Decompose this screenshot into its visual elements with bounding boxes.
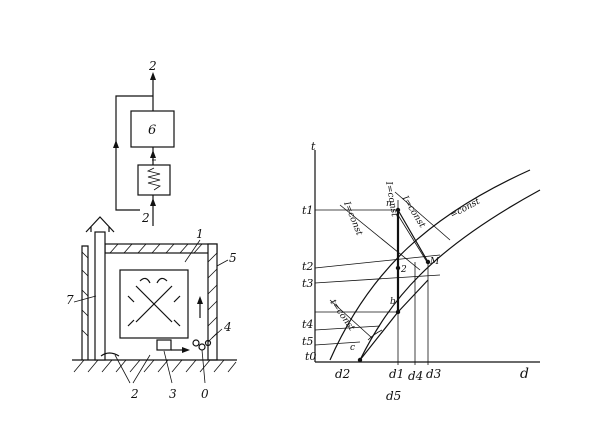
y-tick-t3: t3: [302, 277, 313, 290]
point-2: [395, 265, 401, 271]
exhaust-pipe-7: [94, 231, 106, 361]
chamber: 7 1 5: [66, 216, 237, 401]
wall-hatch: [81, 329, 89, 337]
fan-icon: [192, 339, 200, 347]
wall-hatch: [81, 289, 89, 297]
load-box: [119, 269, 189, 339]
point-b: [395, 309, 401, 315]
leader-7: [73, 295, 97, 303]
label-7: 7: [66, 293, 74, 307]
process-line-2: [397, 209, 429, 263]
leader-5: [216, 259, 229, 267]
up-flow-arrow-icon: [197, 296, 203, 304]
top-wall: [104, 243, 218, 254]
y-tick-t5: t5: [302, 335, 313, 348]
fan-icon: [204, 339, 212, 347]
label-3: 3: [169, 387, 177, 401]
wall-hatch: [81, 269, 89, 277]
exhaust-arrow-icon: [85, 216, 115, 233]
control-circuit: 2 6 2: [113, 59, 175, 226]
isotherm-lines: [314, 209, 441, 346]
angle-arc: [367, 329, 383, 341]
wall-hatch: [81, 251, 89, 259]
up-arrow-icon: [150, 150, 156, 158]
loop-line: [115, 95, 153, 211]
inlet-arrow-icon: [150, 198, 156, 206]
id-diagram: t d: [302, 140, 541, 403]
point-m-label: M: [429, 257, 440, 267]
fan-icon: [198, 343, 206, 351]
label-0: 0: [201, 387, 209, 401]
leader-4: [211, 328, 223, 339]
y-tick-t4: t4: [302, 318, 313, 331]
leader-1: [184, 239, 201, 263]
point-m: [425, 259, 431, 265]
leader-0: [201, 349, 206, 384]
schematic: 2 6 2: [66, 59, 237, 401]
point-b-label: b: [390, 297, 396, 307]
label-5: 5: [229, 251, 237, 265]
point-c: [357, 357, 363, 363]
left-wall: [81, 245, 89, 360]
label-bottom-2: 2: [141, 211, 150, 225]
line-label-4: =const: [449, 197, 482, 221]
label-top-2: 2: [148, 59, 157, 73]
x-axis-label: d: [520, 366, 529, 382]
process-line-4: [397, 279, 429, 313]
process-line-3: [359, 311, 399, 361]
floor-hatch: [73, 359, 237, 373]
inlet-slot: [156, 339, 172, 351]
leader-3: [163, 350, 173, 384]
x-tick-d2: d2: [335, 367, 350, 381]
x-under-label: d5: [386, 389, 401, 403]
point-2-label: 2: [400, 265, 407, 275]
line-label-2: I=const: [341, 199, 364, 237]
y-axis-label: t: [311, 140, 316, 153]
leader-2: [132, 354, 151, 384]
point-n-label: n: [386, 199, 392, 209]
top-wall-hatch: [109, 243, 218, 343]
upper-curve: [329, 169, 531, 361]
y-tick-t2: t2: [302, 260, 313, 273]
leader-2: [114, 354, 131, 384]
x-tick-d3: d3: [426, 367, 442, 381]
enthalpy-lines: [329, 191, 451, 339]
line-label-3: I=const: [399, 193, 427, 230]
inlet-flow-arrow-icon: [182, 347, 190, 353]
y-tick-t0: t0: [305, 350, 316, 363]
heater-coil-icon: [146, 167, 161, 191]
point-n: [395, 207, 401, 213]
wall-hatch: [81, 309, 89, 317]
saturation-curve: [359, 189, 541, 361]
point-c-label: c: [350, 343, 355, 353]
label-2: 2: [130, 387, 139, 401]
box-6-label: 6: [148, 123, 156, 138]
outlet-arrow-icon: [150, 72, 156, 80]
heater-box: [137, 164, 171, 196]
label-4: 4: [223, 320, 232, 334]
label-1: 1: [196, 227, 204, 241]
x-tick-d1: d1: [389, 367, 404, 381]
circulation-arrows: [127, 277, 181, 327]
load-cross: [135, 285, 173, 323]
y-tick-t1: t1: [302, 204, 313, 217]
x-tick-d4: d4: [408, 369, 423, 383]
return-flow-curve: [100, 352, 120, 357]
loop-arrow-icon: [113, 140, 119, 148]
